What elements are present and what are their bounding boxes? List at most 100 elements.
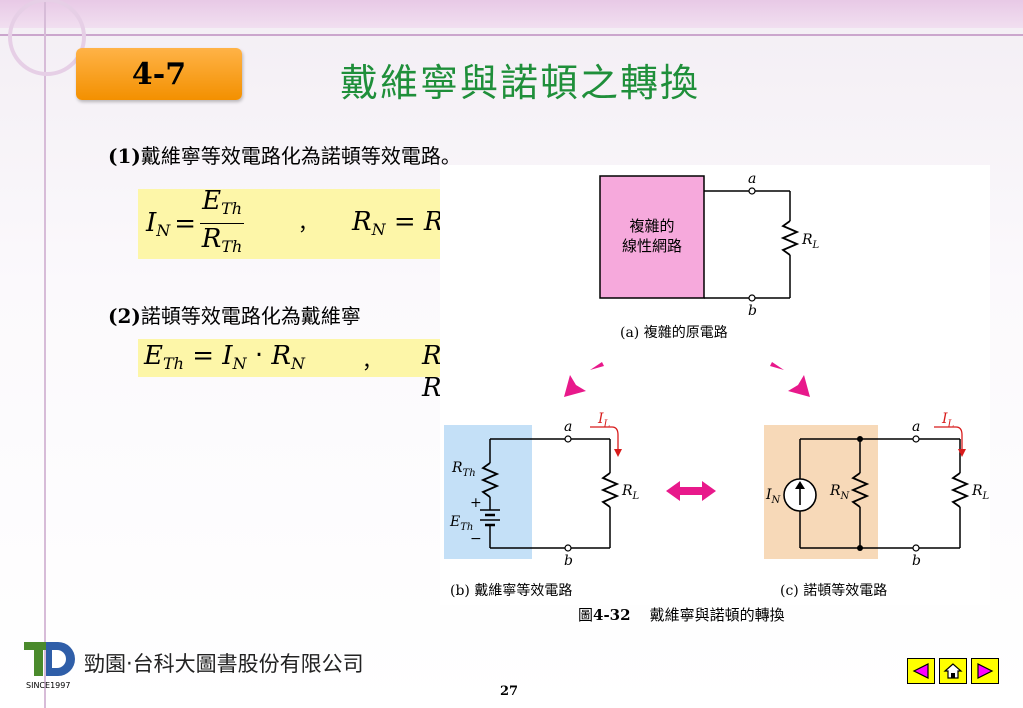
rn-subscript: N	[840, 491, 851, 502]
top-band	[0, 0, 1023, 28]
rth-symbol: R	[451, 460, 463, 476]
current-arrow	[590, 426, 619, 451]
current-symbol: I	[941, 411, 948, 427]
load-symbol: R	[801, 232, 813, 248]
next-button[interactable]	[971, 658, 999, 684]
panel-a-caption: (a) 複雜的原電路	[620, 324, 728, 341]
label-b: b	[912, 553, 921, 569]
load-subscript: L	[812, 240, 820, 251]
left-vertical-line	[44, 0, 46, 708]
prev-button[interactable]	[907, 658, 935, 684]
svg-text:IL: IL	[597, 411, 611, 430]
terminal-a	[748, 187, 756, 195]
down-left-arrow-icon	[564, 362, 604, 397]
item-2-text: 諾頓等效電路化為戴維寧	[140, 304, 361, 328]
svg-text:RTh: RTh	[451, 460, 476, 479]
home-icon	[943, 663, 963, 679]
eth-symbol: E	[449, 514, 460, 530]
svg-text:RN: RN	[829, 483, 851, 502]
current-arrow-head	[958, 449, 966, 457]
thevenin-norton-figure: 複雜的 線性網路 a b RL (a) 複雜的原電路 a b	[440, 165, 990, 605]
eth-subscript: Th	[460, 522, 473, 533]
label-b: b	[564, 553, 573, 569]
panel-c: a b IL IN RN RL (c) 諾頓等效電路	[764, 411, 990, 599]
label-b: b	[748, 303, 757, 319]
caption-prefix: 圖	[578, 606, 594, 624]
current-arrow-head	[614, 449, 622, 457]
block-text-line2: 線性網路	[622, 237, 682, 255]
figure-caption: 圖4-32 戴維寧與諾頓的轉換	[578, 604, 785, 625]
current-subscript: L	[947, 419, 955, 430]
load-symbol: R	[971, 483, 983, 499]
equation-2-dot: ‧	[254, 341, 264, 371]
company-logo-icon	[24, 642, 75, 676]
rth-subscript: Th	[463, 468, 476, 479]
current-symbol: I	[597, 411, 604, 427]
source-arrow-head	[795, 481, 805, 489]
terminal-b	[564, 544, 572, 552]
panel-b-caption: (b) 戴維寧等效電路	[450, 582, 572, 599]
label-a: a	[564, 419, 572, 435]
terminal-b	[748, 294, 756, 302]
resistor-rl	[950, 472, 970, 508]
section-number: 4-7	[131, 56, 187, 92]
caption-text: 戴維寧與諾頓的轉換	[649, 606, 785, 624]
current-subscript: L	[603, 419, 611, 430]
page-number: 27	[500, 684, 519, 699]
resistor-rl	[600, 472, 620, 508]
panel-b-highlight	[444, 425, 532, 559]
linear-network-block	[599, 175, 705, 299]
double-arrow-icon	[666, 481, 716, 501]
resistor-rl	[780, 220, 800, 256]
label-a: a	[748, 171, 756, 187]
svg-text:RL: RL	[801, 232, 820, 251]
down-right-arrow-icon	[770, 362, 810, 397]
junction-dot	[857, 545, 863, 551]
resistor-rn	[850, 472, 870, 508]
in-subscript: N	[771, 495, 782, 506]
equation-2-comma: ，	[362, 349, 382, 373]
page-title: 戴維寧與諾頓之轉換	[340, 61, 701, 105]
current-arrow	[934, 426, 963, 451]
load-subscript: L	[982, 491, 990, 502]
svg-text:IL: IL	[941, 411, 955, 430]
item-1-number: (1)	[108, 144, 141, 168]
label-a: a	[912, 419, 920, 435]
item-2: (2)諾頓等效電路化為戴維寧	[108, 300, 361, 329]
equation-1: IN= ETh RTh ， RN = RTh	[138, 187, 468, 259]
load-symbol: R	[621, 483, 633, 499]
equation-1-comma: ，	[298, 211, 318, 235]
next-arrow-icon	[977, 663, 994, 679]
section-badge: 4-7	[76, 48, 242, 100]
company-name: 勁園‧台科大圖書股份有限公司	[84, 652, 364, 676]
prev-arrow-icon	[912, 663, 929, 679]
panel-c-caption: (c) 諾頓等效電路	[780, 582, 887, 599]
svg-text:RL: RL	[621, 483, 640, 502]
item-1: (1)戴維寧等效電路化為諾頓等效電路。	[108, 140, 461, 169]
svg-text:IN: IN	[765, 487, 782, 506]
rn-symbol: R	[829, 483, 841, 499]
caption-number: 4-32	[593, 606, 631, 624]
load-subscript: L	[632, 491, 640, 502]
since-text: SINCE1997	[26, 681, 71, 690]
terminal-a	[564, 435, 572, 443]
svg-text:ETh: ETh	[449, 514, 473, 533]
junction-dot	[857, 436, 863, 442]
home-button[interactable]	[939, 658, 967, 684]
terminal-a	[912, 435, 920, 443]
item-2-number: (2)	[108, 304, 141, 328]
terminal-b	[912, 544, 920, 552]
panel-b: a b IL RTh + ETh − RL (b) 戴維寧等效電路	[444, 411, 640, 599]
svg-text:RL: RL	[971, 483, 990, 502]
top-divider	[0, 34, 1023, 36]
item-1-text: 戴維寧等效電路化為諾頓等效電路。	[140, 144, 461, 168]
panel-c-highlight	[764, 425, 878, 559]
nav-buttons	[907, 658, 999, 684]
resistor-rth	[480, 462, 500, 498]
plus-sign: +	[470, 495, 482, 511]
in-symbol: I	[765, 487, 772, 503]
minus-sign: −	[470, 531, 482, 547]
panel-a: 複雜的 線性網路 a b RL (a) 複雜的原電路	[599, 171, 820, 341]
block-text-line1: 複雜的	[629, 217, 674, 235]
decorative-swirl	[8, 0, 86, 76]
